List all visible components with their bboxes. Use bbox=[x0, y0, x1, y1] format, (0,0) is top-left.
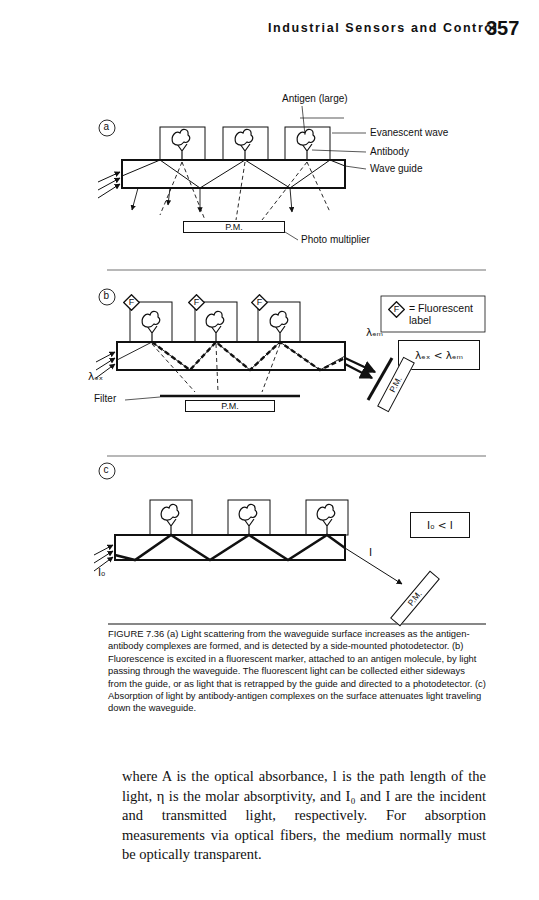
intensity-box: I₀ < I bbox=[410, 512, 470, 538]
callout-label: Photo multiplier bbox=[301, 234, 370, 246]
photomultiplier-box: P.M. bbox=[183, 221, 285, 233]
callout-label: Wave guide bbox=[370, 163, 422, 175]
body-text: where A is the optical absorbance, l is … bbox=[122, 767, 486, 865]
figure-caption: FIGURE 7.36 (a) Light scattering from th… bbox=[108, 628, 486, 715]
callout-label: Filter bbox=[94, 393, 116, 405]
wavelength-label: λₑₘ bbox=[366, 326, 383, 338]
node-text: λₑₓ < λₑₘ bbox=[415, 350, 463, 361]
photomultiplier-box: P.M. bbox=[377, 357, 415, 413]
running-header: Industrial Sensors and Control bbox=[268, 21, 499, 35]
callout-label: Antibody bbox=[370, 146, 409, 158]
intensity-label: I₀ bbox=[98, 566, 105, 578]
legend-text: = Fluorescent label bbox=[409, 302, 481, 326]
fluorescent-label: F bbox=[123, 294, 140, 311]
node-text: P.M. bbox=[388, 375, 403, 393]
callout-label: Evanescent wave bbox=[370, 127, 448, 139]
panel-letter: a bbox=[104, 121, 110, 133]
node-text: F bbox=[129, 298, 135, 307]
legend-symbol: F bbox=[388, 301, 405, 318]
callout-label: Antigen (large) bbox=[282, 93, 348, 105]
photomultiplier-box: P.M. bbox=[390, 571, 440, 627]
wavelength-label: λₑₓ bbox=[88, 370, 103, 382]
fluorescent-label: F bbox=[251, 294, 268, 311]
page-number: 357 bbox=[486, 17, 519, 40]
panel-letter: c bbox=[104, 464, 109, 476]
fluorescent-label: F bbox=[188, 294, 205, 311]
node-text: F bbox=[394, 305, 400, 314]
node-text: F bbox=[194, 298, 200, 307]
photomultiplier-box: P.M. bbox=[185, 400, 275, 412]
intensity-label: I bbox=[369, 546, 372, 558]
panel-letter: b bbox=[104, 290, 110, 302]
node-text: P.M. bbox=[225, 223, 242, 232]
node-text: I₀ < I bbox=[427, 520, 453, 531]
node-text: F bbox=[257, 298, 263, 307]
node-text: P.M. bbox=[221, 402, 238, 411]
node-text: P.M. bbox=[406, 589, 423, 607]
